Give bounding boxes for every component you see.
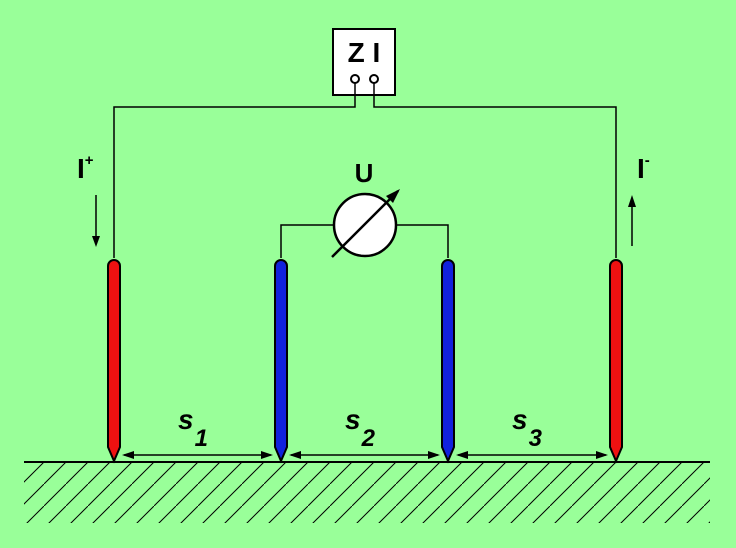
spacing-label-3: s3 bbox=[512, 404, 543, 452]
potential-electrode-left bbox=[274, 259, 288, 464]
current-electrode-left bbox=[107, 259, 121, 464]
current-plus-label: I+ bbox=[77, 152, 94, 184]
current-electrode-right bbox=[609, 259, 623, 464]
instrument-terminal-right bbox=[369, 74, 379, 84]
potential-electrode-right bbox=[441, 259, 455, 464]
spacing-arrow-3 bbox=[456, 451, 608, 459]
current-down-arrow-head bbox=[92, 236, 100, 247]
spacing-arrow-1 bbox=[122, 451, 273, 459]
potential-wire-left bbox=[280, 224, 334, 258]
voltmeter-arrow-head bbox=[386, 189, 400, 203]
instrument-label: Z I bbox=[348, 37, 381, 68]
spacing-label-2: s2 bbox=[345, 404, 376, 452]
current-wire-left bbox=[113, 83, 356, 258]
instrument-terminal-left bbox=[350, 74, 360, 84]
instrument-box bbox=[332, 28, 396, 96]
ground-hatching bbox=[24, 463, 710, 523]
potential-wire-right bbox=[396, 224, 449, 258]
spacing-label-1: s1 bbox=[178, 404, 208, 452]
voltmeter-label: U bbox=[355, 158, 374, 188]
current-minus-label: I- bbox=[637, 152, 650, 184]
current-up-arrow-head bbox=[628, 195, 636, 207]
voltmeter-needle bbox=[331, 190, 399, 258]
current-wire-right bbox=[373, 83, 617, 258]
spacing-arrow-2 bbox=[289, 451, 440, 459]
